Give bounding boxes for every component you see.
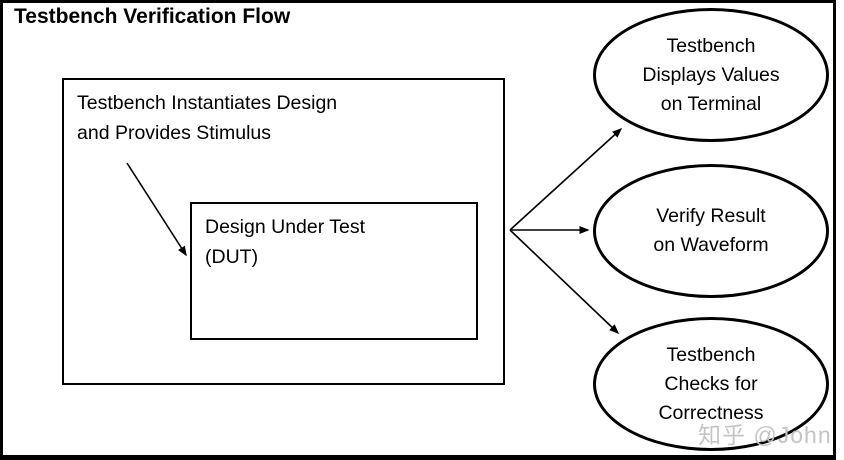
dut-box: Design Under Test (DUT): [190, 202, 478, 340]
dut-box-label: Design Under Test (DUT): [205, 216, 366, 268]
correctness-ellipse-label: Testbench Checks for Correctness: [658, 343, 764, 424]
testbench-box-label: Testbench Instantiates Design and Provid…: [77, 92, 338, 144]
watermark: 知乎 @John: [698, 422, 832, 448]
diagram-title: Testbench Verification Flow: [14, 5, 291, 28]
correctness-ellipse: Testbench Checks for Correctness: [593, 317, 829, 451]
terminal-ellipse: Testbench Displays Values on Terminal: [593, 8, 829, 142]
waveform-ellipse: Verify Result on Waveform: [593, 164, 829, 298]
terminal-ellipse-label: Testbench Displays Values on Terminal: [642, 34, 780, 115]
waveform-ellipse-label: Verify Result on Waveform: [653, 205, 769, 256]
